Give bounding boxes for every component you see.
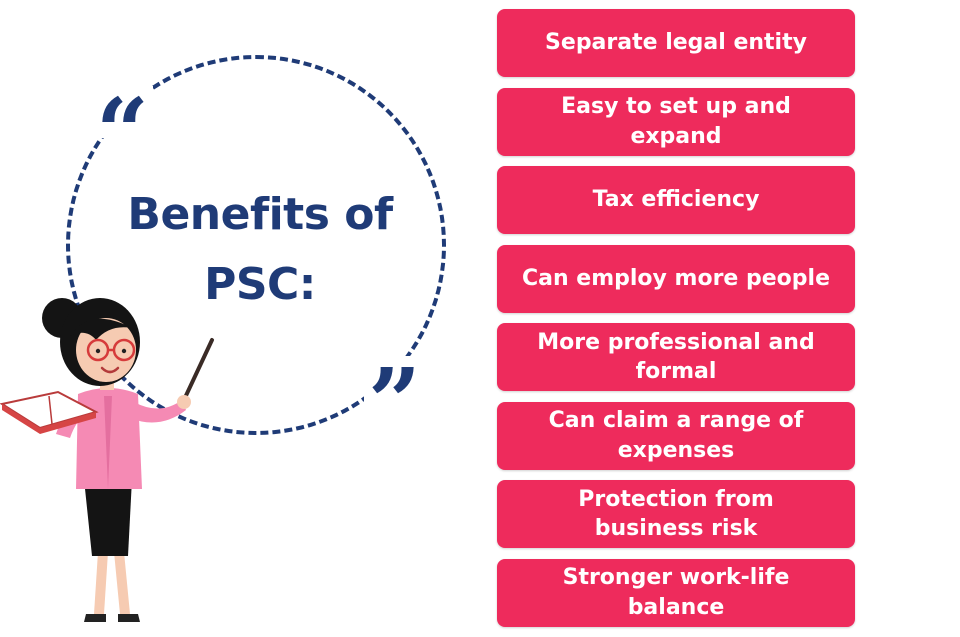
benefit-item: Can employ more people [497,244,855,313]
teacher-with-pointer-icon [0,298,214,622]
title-line-1: Benefits of [127,189,393,240]
benefits-list: Separate legal entity Easy to set up and… [497,9,855,637]
benefit-item: Protection from business risk [497,480,855,548]
benefit-item: Can claim a range of expenses [497,401,855,470]
close-quote-mark: ” [364,356,425,408]
page-title: Benefits of PSC: [110,180,410,319]
benefit-item: Tax efficiency [497,166,855,234]
benefit-item: Easy to set up and expand [497,87,855,156]
benefit-item: Stronger work-life balance [497,558,855,627]
title-line-2: PSC: [204,258,316,310]
open-quote-mark: “ [92,86,153,138]
benefit-item: Separate legal entity [497,9,855,77]
dashed-circle [66,55,446,435]
benefit-item: More professional and formal [497,323,855,391]
